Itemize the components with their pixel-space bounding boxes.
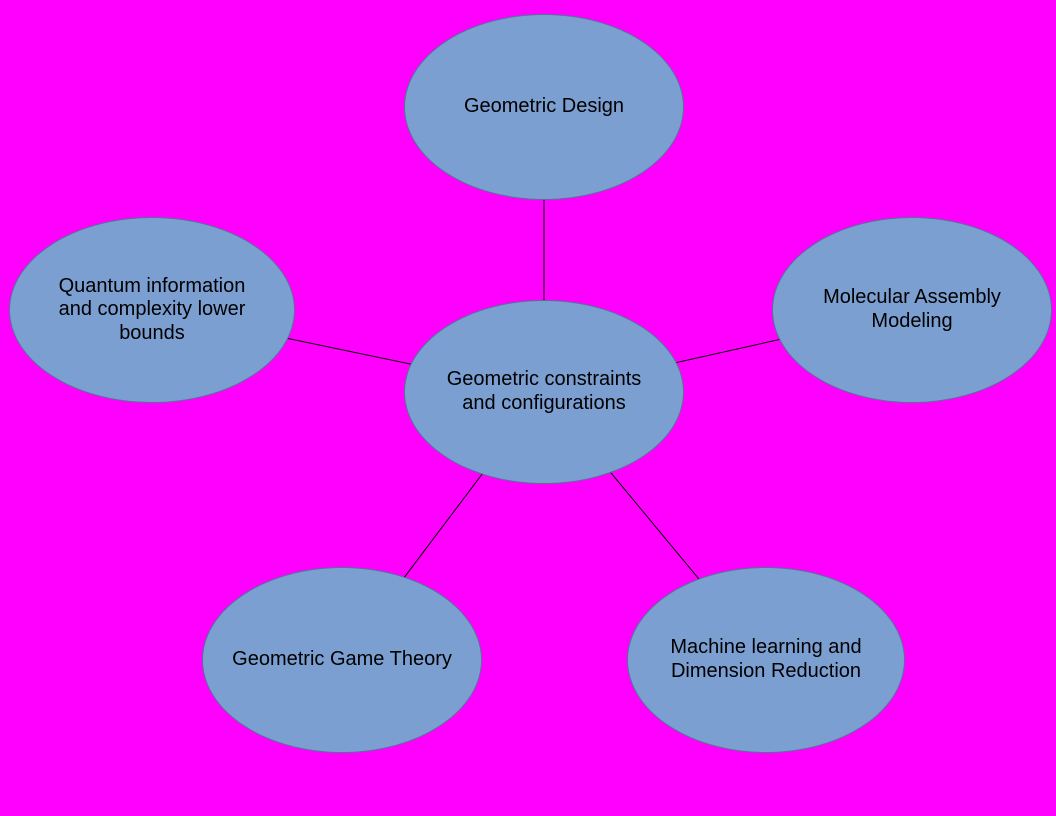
node-machine-learning[interactable]: Machine learning and Dimension Reduction <box>627 567 905 753</box>
node-label: Molecular Assembly Modeling <box>823 286 1001 332</box>
node-label: Geometric Design <box>463 95 625 118</box>
node-geometric-design[interactable]: Geometric Design <box>404 14 684 200</box>
node-label: Geometric Game Theory <box>232 648 452 671</box>
node-geometric-constraints[interactable]: Geometric constraints and configurations <box>404 300 684 484</box>
node-label: Quantum information and complexity lower… <box>58 274 246 344</box>
node-molecular-assembly[interactable]: Molecular Assembly Modeling <box>772 217 1052 403</box>
node-geometric-game-theory[interactable]: Geometric Game Theory <box>202 567 482 753</box>
node-label: Geometric constraints and configurations <box>446 368 642 414</box>
node-label: Machine learning and Dimension Reduction <box>670 636 862 682</box>
node-quantum-information[interactable]: Quantum information and complexity lower… <box>9 217 295 403</box>
